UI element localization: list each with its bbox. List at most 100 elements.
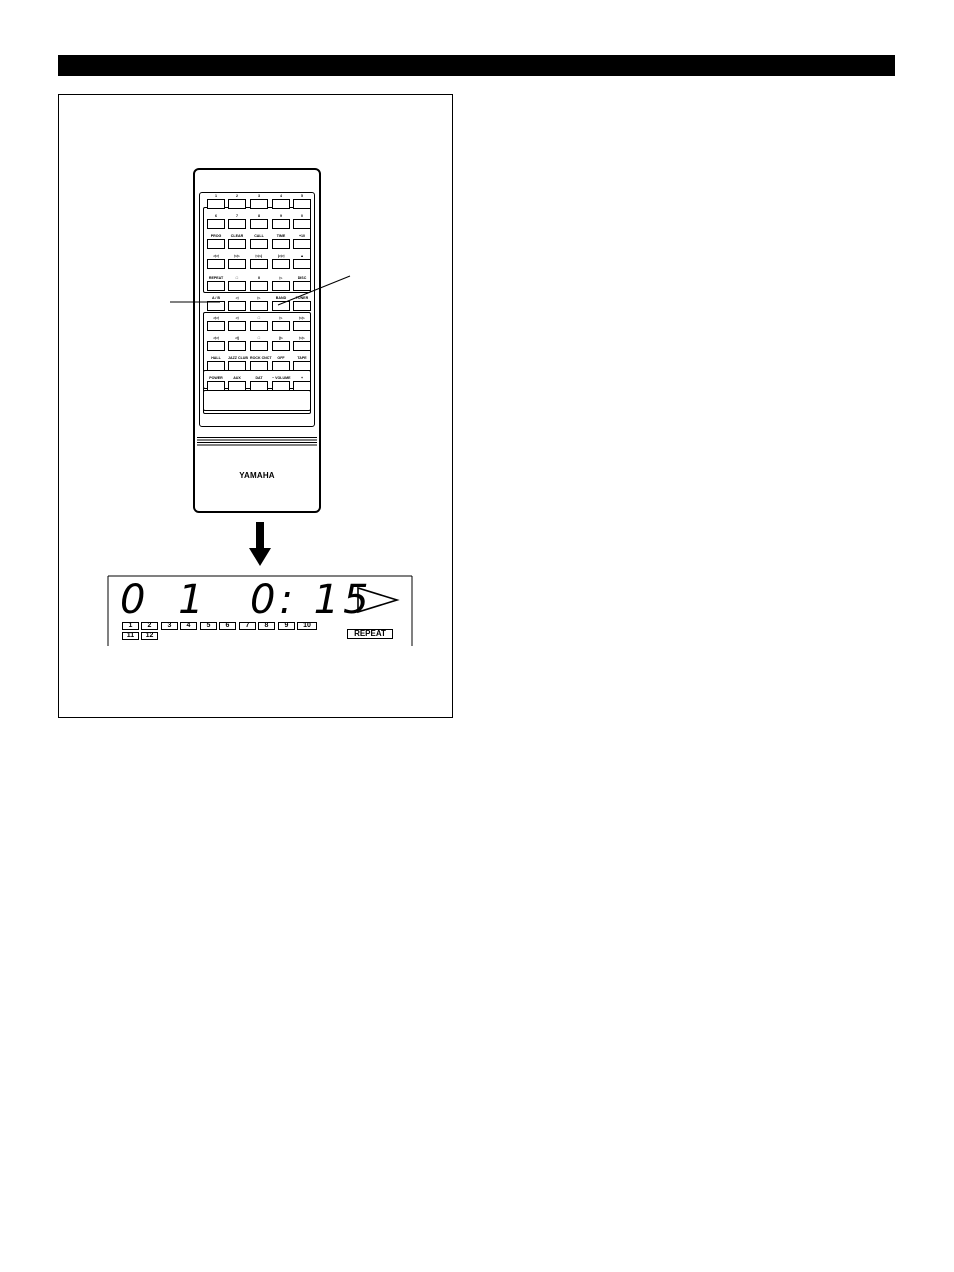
remote-button-key[interactable] bbox=[250, 199, 268, 209]
remote-button-key[interactable] bbox=[207, 381, 225, 391]
remote-button-key[interactable] bbox=[207, 321, 225, 331]
remote-button-key[interactable] bbox=[293, 199, 311, 209]
remote-button[interactable]: II bbox=[250, 275, 268, 291]
remote-button-key[interactable] bbox=[293, 301, 311, 311]
remote-button[interactable]: POWER bbox=[207, 375, 225, 391]
remote-button[interactable]: 7 bbox=[228, 213, 246, 229]
remote-button-key[interactable] bbox=[207, 259, 225, 269]
remote-button[interactable]: − VOLUME bbox=[272, 375, 290, 391]
remote-button-key[interactable] bbox=[228, 199, 246, 209]
remote-button[interactable]: 2 bbox=[228, 193, 246, 209]
remote-button-key[interactable] bbox=[293, 259, 311, 269]
remote-button[interactable]: DAT bbox=[250, 375, 268, 391]
remote-button-key[interactable] bbox=[207, 341, 225, 351]
remote-button[interactable]: OFF bbox=[272, 355, 290, 371]
remote-button-key[interactable] bbox=[228, 361, 246, 371]
remote-button-key[interactable] bbox=[250, 259, 268, 269]
remote-button-key[interactable] bbox=[293, 361, 311, 371]
remote-button-key[interactable] bbox=[293, 219, 311, 229]
remote-button[interactable]: ▷▷| bbox=[250, 253, 268, 269]
remote-button[interactable]: ▷▷ bbox=[293, 315, 311, 331]
remote-button[interactable]: HALL bbox=[207, 355, 225, 371]
remote-button-key[interactable] bbox=[228, 259, 246, 269]
remote-button[interactable]: + bbox=[293, 375, 311, 391]
remote-button[interactable]: PROG bbox=[207, 233, 225, 249]
remote-button-key[interactable] bbox=[293, 281, 311, 291]
remote-button-key[interactable] bbox=[293, 341, 311, 351]
remote-button[interactable]: CLEAR bbox=[228, 233, 246, 249]
remote-button-key[interactable] bbox=[293, 321, 311, 331]
remote-button-key[interactable] bbox=[250, 281, 268, 291]
remote-button[interactable]: ▷▷ bbox=[293, 335, 311, 351]
remote-button[interactable]: 4 bbox=[272, 193, 290, 209]
remote-button-label: □ bbox=[257, 316, 261, 320]
remote-button[interactable]: ▷ bbox=[272, 275, 290, 291]
remote-button[interactable]: 6 bbox=[207, 213, 225, 229]
remote-button-key[interactable] bbox=[293, 381, 311, 391]
remote-button[interactable]: BAND bbox=[272, 295, 290, 311]
remote-button[interactable]: ▲ bbox=[293, 253, 311, 269]
remote-button[interactable]: □ bbox=[250, 335, 268, 351]
remote-button-key[interactable] bbox=[228, 341, 246, 351]
remote-button[interactable]: JAZZ CLUB bbox=[228, 355, 248, 371]
remote-button[interactable]: □ bbox=[228, 275, 246, 291]
remote-button[interactable]: □ bbox=[250, 315, 268, 331]
remote-button[interactable]: ◁◁ bbox=[207, 253, 225, 269]
remote-button[interactable]: |▷ bbox=[272, 335, 290, 351]
remote-button[interactable]: ◁◁ bbox=[207, 335, 225, 351]
remote-button[interactable]: AUX bbox=[228, 375, 246, 391]
remote-button-key[interactable] bbox=[207, 219, 225, 229]
remote-button[interactable]: 1 bbox=[207, 193, 225, 209]
remote-button[interactable]: 0 bbox=[293, 213, 311, 229]
remote-button[interactable]: ◁◁ bbox=[207, 315, 225, 331]
remote-button[interactable]: 9 bbox=[272, 213, 290, 229]
remote-button-key[interactable] bbox=[272, 219, 290, 229]
remote-button-key[interactable] bbox=[272, 281, 290, 291]
remote-button[interactable]: ◁| bbox=[228, 335, 246, 351]
remote-button[interactable]: DISC bbox=[293, 275, 311, 291]
remote-button[interactable]: ▷ bbox=[250, 295, 268, 311]
remote-button-key[interactable] bbox=[207, 239, 225, 249]
remote-button-label: II bbox=[258, 276, 260, 280]
remote-button[interactable]: 8 bbox=[250, 213, 268, 229]
remote-button-key[interactable] bbox=[207, 199, 225, 209]
remote-button[interactable]: ◁ bbox=[228, 315, 246, 331]
remote-button[interactable]: CALL bbox=[250, 233, 268, 249]
remote-button-key[interactable] bbox=[293, 239, 311, 249]
remote-button[interactable]: TUNER bbox=[293, 295, 311, 311]
remote-button[interactable]: 5 bbox=[293, 193, 311, 209]
remote-button-key[interactable] bbox=[250, 239, 268, 249]
remote-button-key[interactable] bbox=[250, 321, 268, 331]
remote-button-key[interactable] bbox=[228, 381, 246, 391]
remote-button[interactable]: REPEAT bbox=[207, 275, 225, 291]
remote-button[interactable]: ▷▷ bbox=[228, 253, 246, 269]
remote-button-key[interactable] bbox=[228, 219, 246, 229]
remote-button-key[interactable] bbox=[228, 321, 246, 331]
remote-button[interactable]: TAPE bbox=[293, 355, 311, 371]
remote-button-key[interactable] bbox=[272, 301, 290, 311]
remote-button-key[interactable] bbox=[228, 239, 246, 249]
remote-button-key[interactable] bbox=[272, 381, 290, 391]
remote-button[interactable]: ROCK CNCT bbox=[250, 355, 272, 371]
remote-button-key[interactable] bbox=[272, 199, 290, 209]
remote-button-key[interactable] bbox=[272, 259, 290, 269]
remote-button[interactable]: +10 bbox=[293, 233, 311, 249]
remote-button[interactable]: |◁◁ bbox=[272, 253, 290, 269]
remote-button-key[interactable] bbox=[272, 239, 290, 249]
remote-button[interactable]: ▷ bbox=[272, 315, 290, 331]
remote-button-key[interactable] bbox=[207, 281, 225, 291]
remote-button[interactable]: ◁ bbox=[228, 295, 246, 311]
remote-button-key[interactable] bbox=[272, 321, 290, 331]
remote-button-key[interactable] bbox=[250, 301, 268, 311]
remote-button[interactable]: 3 bbox=[250, 193, 268, 209]
remote-button-key[interactable] bbox=[250, 341, 268, 351]
remote-button-key[interactable] bbox=[228, 281, 246, 291]
remote-button-key[interactable] bbox=[250, 381, 268, 391]
remote-button-key[interactable] bbox=[250, 361, 268, 371]
remote-button-key[interactable] bbox=[272, 341, 290, 351]
remote-button-key[interactable] bbox=[250, 219, 268, 229]
remote-button-key[interactable] bbox=[207, 361, 225, 371]
remote-button-key[interactable] bbox=[228, 301, 246, 311]
remote-button-key[interactable] bbox=[272, 361, 290, 371]
remote-button[interactable]: TIME bbox=[272, 233, 290, 249]
